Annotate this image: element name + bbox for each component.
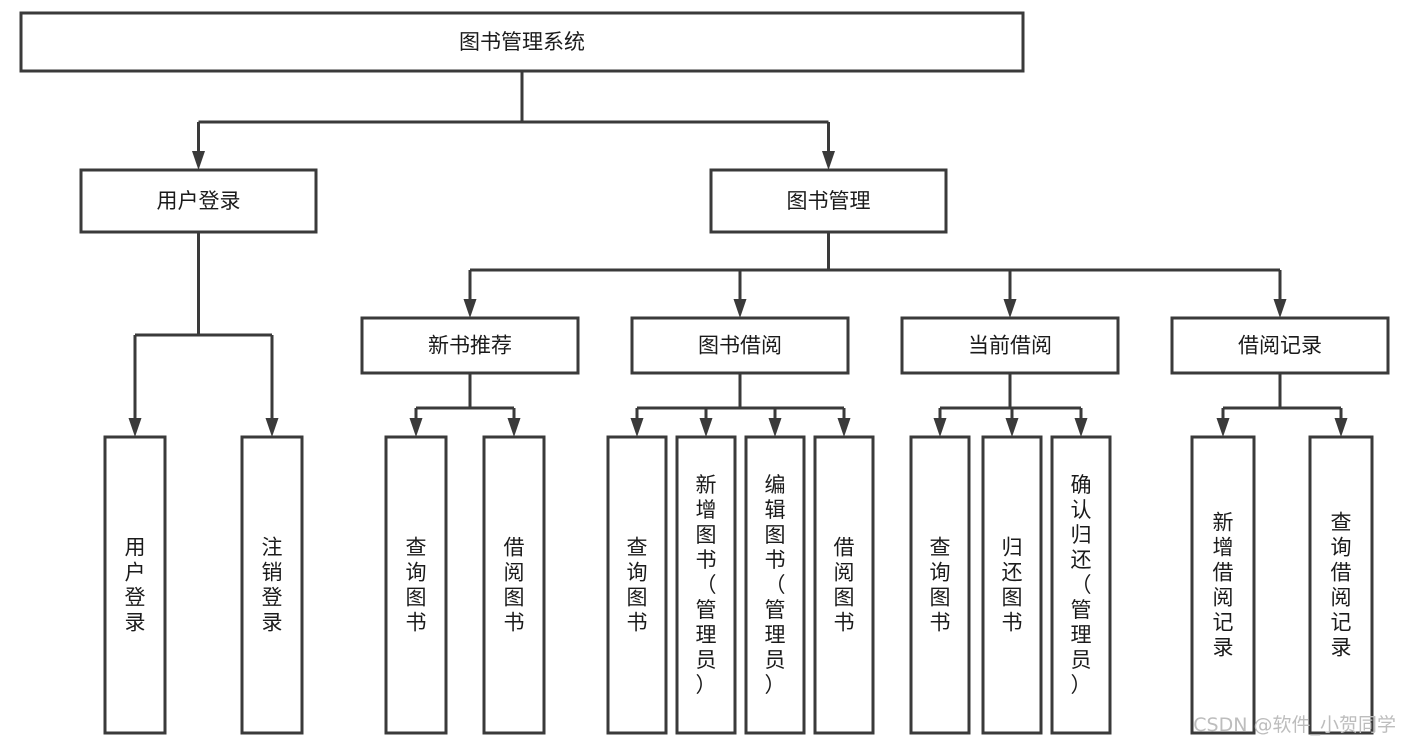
node-label-leaf-add-borrow-record: 新增借阅记录: [1213, 511, 1234, 660]
node-leaf-query-borrow-record[interactable]: 查询借阅记录: [1308, 435, 1374, 735]
node-label-book-management: 图书管理: [787, 189, 871, 213]
arrow-head-book-management-2: [1003, 299, 1017, 318]
node-box-leaf-query-borrow-record: [1308, 435, 1374, 735]
node-leaf-add-borrow-record[interactable]: 新增借阅记录: [1190, 435, 1256, 735]
node-box-leaf-query-book-recommend: [384, 435, 448, 735]
node-box-leaf-add-book: [675, 435, 737, 735]
node-box-leaf-edit-book: [744, 435, 806, 735]
arrow-head-root-0: [192, 151, 205, 170]
node-label-leaf-edit-book: 编辑图书（管理员）: [765, 473, 786, 697]
node-box-new-book-recommend: [360, 316, 580, 375]
arrow-head-book-borrow-1: [699, 418, 713, 437]
node-box-current-borrow: [900, 316, 1120, 375]
node-new-book-recommend[interactable]: 新书推荐: [360, 316, 580, 375]
node-label-current-borrow: 当前借阅: [968, 334, 1052, 358]
node-leaf-confirm-return[interactable]: 确认归还（管理员）: [1050, 435, 1112, 735]
node-leaf-add-book[interactable]: 新增图书（管理员）: [675, 435, 737, 735]
connector-layer: [128, 71, 1348, 437]
node-leaf-query-book-current[interactable]: 查询图书: [909, 435, 971, 735]
arrow-head-new-book-recommend-1: [507, 418, 521, 437]
node-user-login[interactable]: 用户登录: [79, 168, 318, 234]
node-box-leaf-return-book: [981, 435, 1043, 735]
node-box-leaf-add-borrow-record: [1190, 435, 1256, 735]
node-box-borrow-record: [1170, 316, 1390, 375]
arrow-head-book-borrow-0: [630, 418, 644, 437]
node-book-management[interactable]: 图书管理: [709, 168, 948, 234]
node-box-leaf-borrow-book-recommend: [482, 435, 546, 735]
node-label-leaf-borrow-book: 借阅图书: [834, 536, 855, 635]
node-box-leaf-query-book-current: [909, 435, 971, 735]
arrow-head-borrow-record-1: [1334, 418, 1348, 437]
arrow-head-book-management-3: [1273, 299, 1287, 318]
node-box-leaf-query-book-borrow: [606, 435, 668, 735]
node-current-borrow[interactable]: 当前借阅: [900, 316, 1120, 375]
arrow-head-borrow-record-0: [1216, 418, 1230, 437]
arrow-head-current-borrow-2: [1074, 418, 1088, 437]
arrow-head-current-borrow-0: [933, 418, 947, 437]
node-label-leaf-logout: 注销登录: [262, 536, 283, 635]
node-label-user-login: 用户登录: [157, 189, 241, 213]
node-label-leaf-query-book-borrow: 查询图书: [627, 536, 648, 635]
node-box-leaf-confirm-return: [1050, 435, 1112, 735]
node-leaf-query-book-borrow[interactable]: 查询图书: [606, 435, 668, 735]
node-label-book-borrow: 图书借阅: [698, 334, 782, 358]
node-leaf-borrow-book[interactable]: 借阅图书: [813, 435, 875, 735]
arrow-head-new-book-recommend-0: [409, 418, 423, 437]
node-label-root: 图书管理系统: [459, 30, 585, 54]
node-label-borrow-record: 借阅记录: [1238, 334, 1322, 358]
node-leaf-edit-book[interactable]: 编辑图书（管理员）: [744, 435, 806, 735]
node-root[interactable]: 图书管理系统: [19, 11, 1025, 73]
node-label-leaf-confirm-return: 确认归还（管理员）: [1071, 473, 1092, 697]
node-box-book-management: [709, 168, 948, 234]
node-label-leaf-user-login: 用户登录: [125, 536, 146, 635]
node-label-leaf-query-book-current: 查询图书: [930, 536, 951, 635]
node-box-user-login: [79, 168, 318, 234]
node-label-new-book-recommend: 新书推荐: [428, 334, 512, 358]
node-label-leaf-add-book: 新增图书（管理员）: [696, 473, 717, 697]
arrow-head-root-1: [822, 151, 835, 170]
arrow-head-book-management-0: [463, 299, 477, 318]
node-box-book-borrow: [630, 316, 850, 375]
node-label-leaf-query-borrow-record: 查询借阅记录: [1331, 511, 1352, 660]
arrow-head-book-borrow-3: [837, 418, 851, 437]
node-layer: 图书管理系统用户登录图书管理新书推荐图书借阅当前借阅借阅记录用户登录注销登录查询…: [19, 11, 1390, 735]
node-label-leaf-query-book-recommend: 查询图书: [406, 536, 427, 635]
node-box-root: [19, 11, 1025, 73]
node-label-leaf-return-book: 归还图书: [1002, 536, 1023, 635]
arrow-head-user-login-1: [265, 418, 279, 437]
node-leaf-return-book[interactable]: 归还图书: [981, 435, 1043, 735]
node-leaf-borrow-book-recommend[interactable]: 借阅图书: [482, 435, 546, 735]
node-box-leaf-user-login: [103, 435, 167, 735]
node-leaf-logout[interactable]: 注销登录: [240, 435, 304, 735]
node-leaf-user-login[interactable]: 用户登录: [103, 435, 167, 735]
node-borrow-record[interactable]: 借阅记录: [1170, 316, 1390, 375]
csdn-watermark: CSDN @软件_小贺同学: [1193, 714, 1396, 736]
arrow-head-user-login-0: [128, 418, 142, 437]
node-box-leaf-borrow-book: [813, 435, 875, 735]
node-leaf-query-book-recommend[interactable]: 查询图书: [384, 435, 448, 735]
node-label-leaf-borrow-book-recommend: 借阅图书: [504, 536, 525, 635]
arrow-head-current-borrow-1: [1005, 418, 1019, 437]
node-box-leaf-logout: [240, 435, 304, 735]
node-book-borrow[interactable]: 图书借阅: [630, 316, 850, 375]
arrow-head-book-borrow-2: [768, 418, 782, 437]
arrow-head-book-management-1: [733, 299, 747, 318]
